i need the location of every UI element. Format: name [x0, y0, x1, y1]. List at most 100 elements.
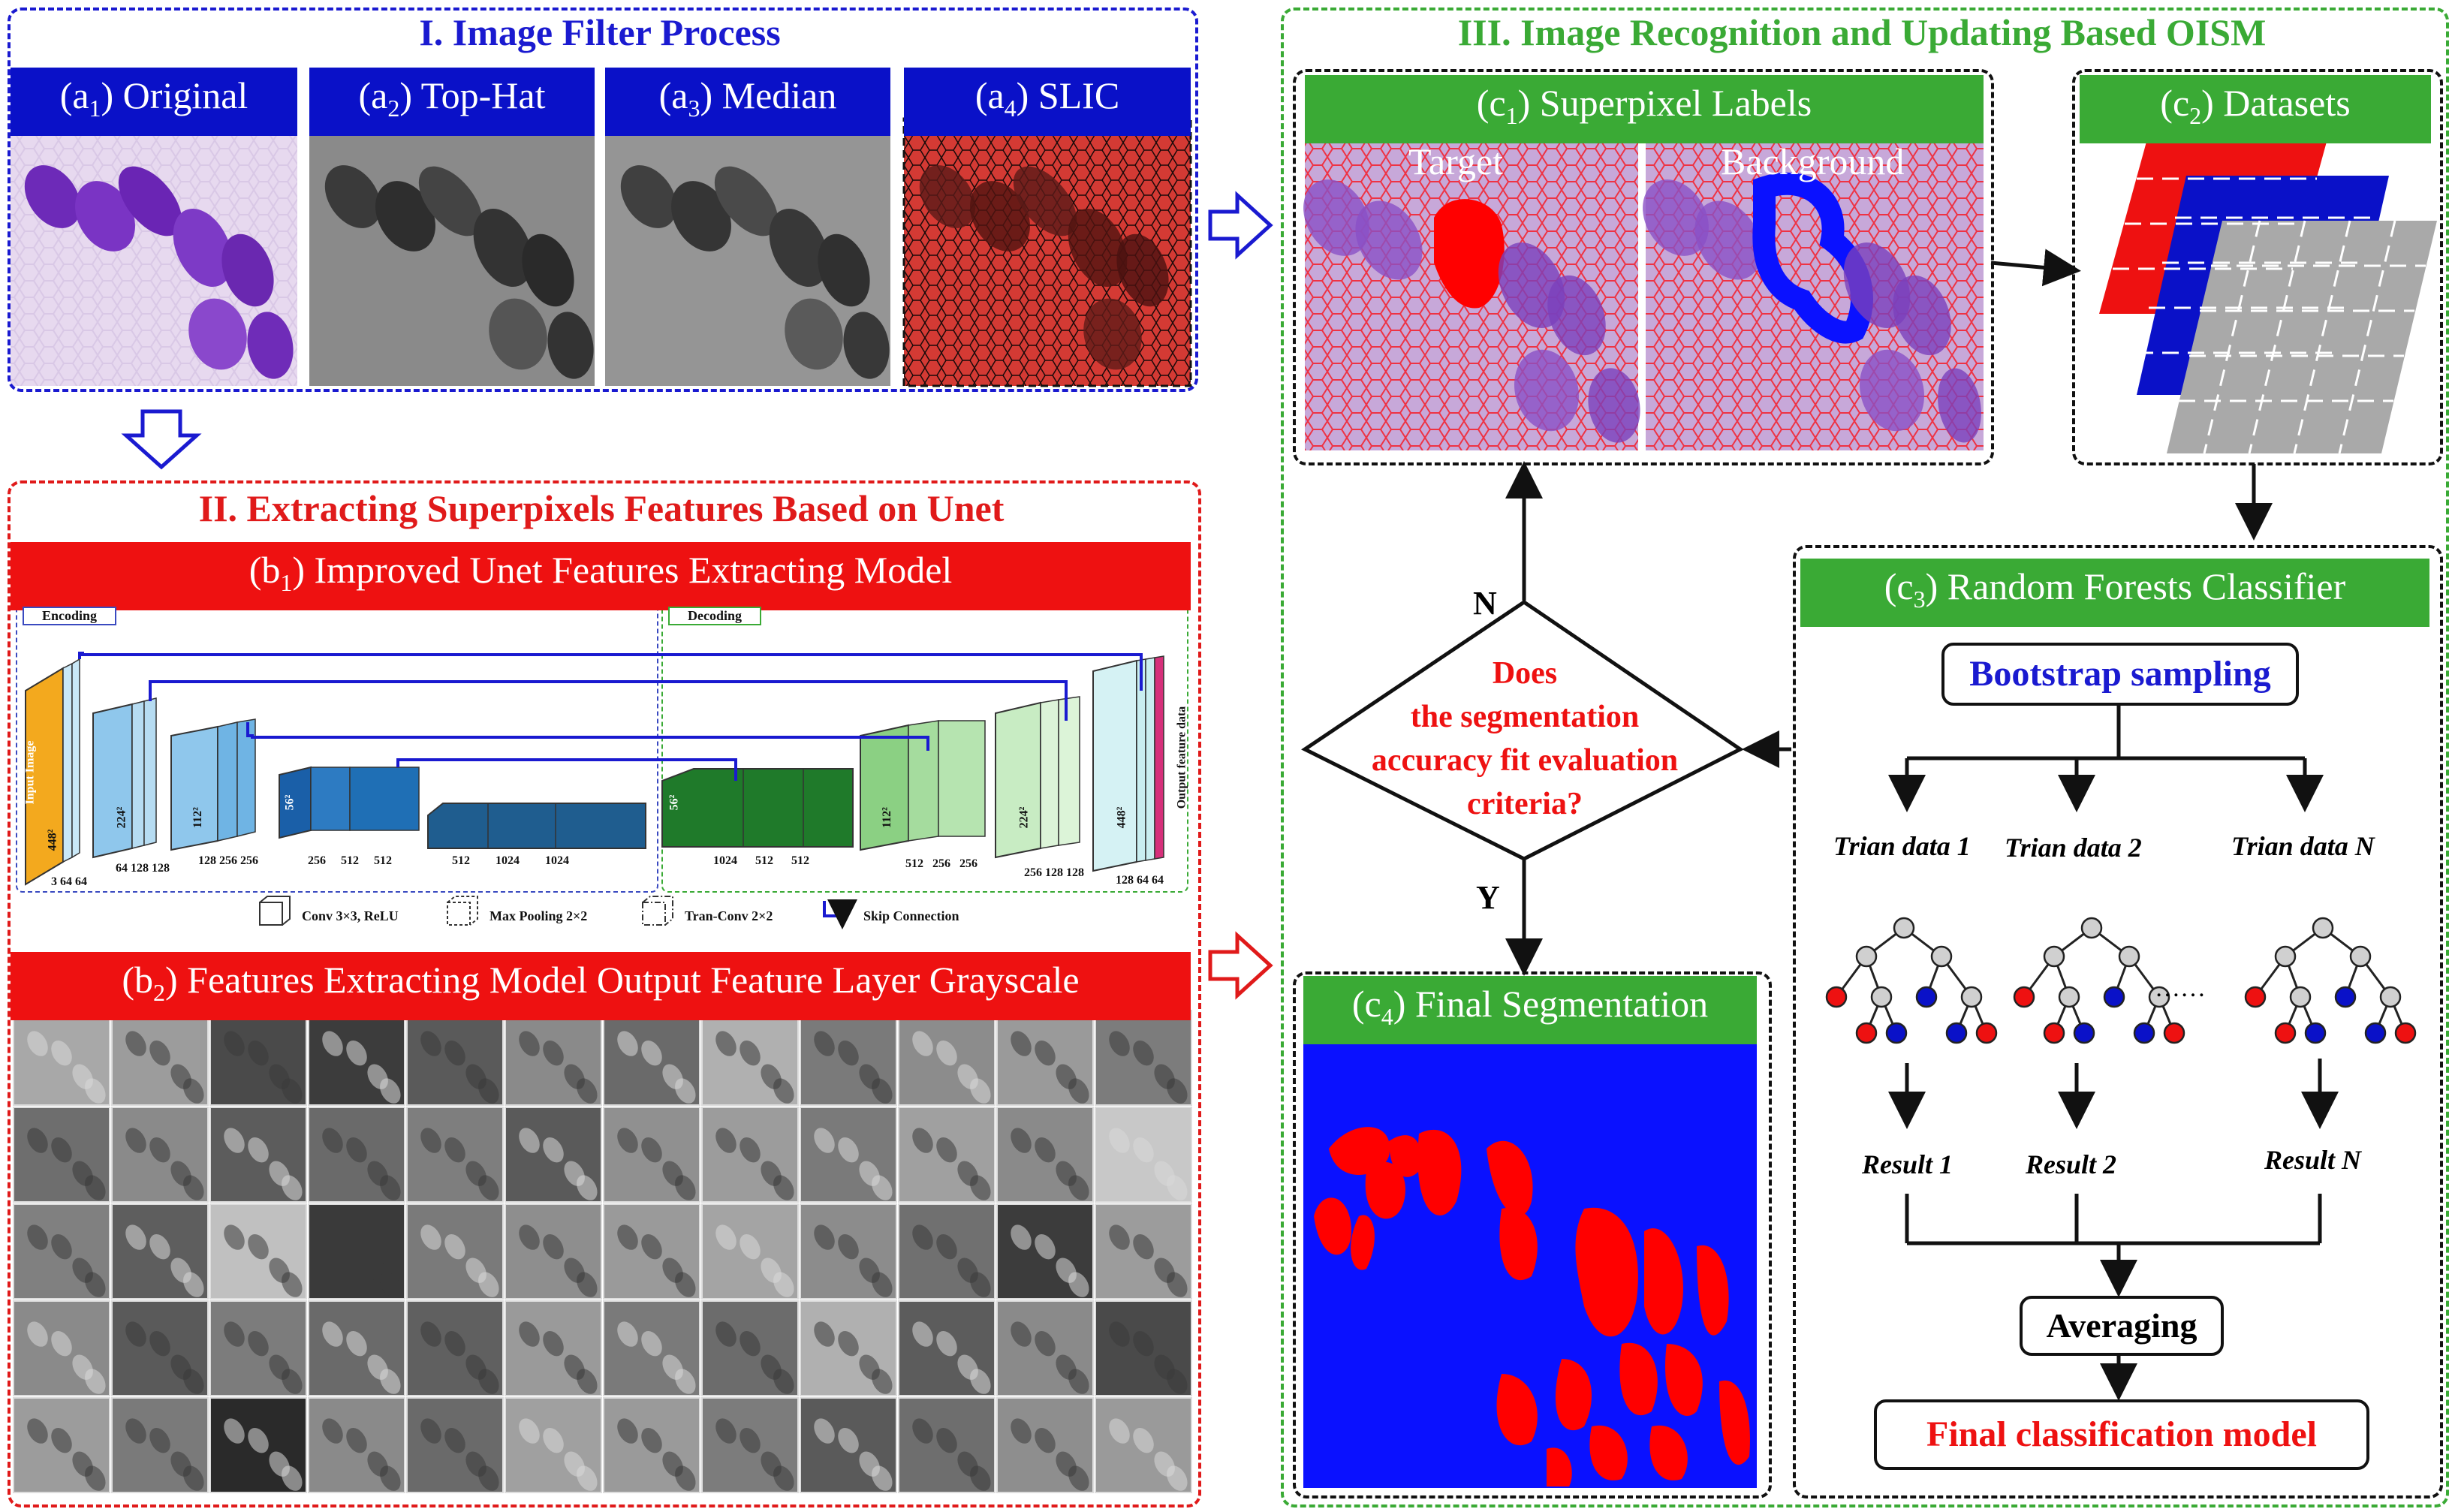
feature-cell-shape — [85, 1078, 106, 1104]
feature-cell-shape — [322, 1224, 343, 1250]
section3-frame — [1281, 8, 2449, 1507]
unet-channels-label: 256 128 128 — [1024, 866, 1084, 879]
tree-node — [2312, 917, 2334, 939]
feature-cell-shape — [282, 1175, 303, 1200]
feature-cell-shape — [183, 1078, 204, 1104]
feature-cell-shape — [1167, 1465, 1188, 1491]
tree-node — [1893, 917, 1915, 939]
tree-node — [2043, 945, 2065, 968]
tree-2 — [2013, 917, 2185, 1044]
feature-cell-shape — [970, 1175, 991, 1200]
feature-cell-shape — [224, 1128, 245, 1153]
tree-node — [1885, 1022, 1908, 1044]
tree-node — [1930, 945, 1953, 968]
feature-cell-shape — [478, 1272, 499, 1297]
tree-node — [2058, 986, 2080, 1008]
tree-node — [1855, 1022, 1878, 1044]
feature-cell-shape — [248, 1040, 269, 1066]
feature-cell-shape — [740, 1040, 761, 1066]
feature-cell-shape — [675, 1465, 696, 1491]
feature-cell-shape — [543, 1427, 564, 1453]
feature-cell-shape — [641, 1040, 662, 1066]
feature-cell-shape — [282, 1078, 303, 1104]
feature-cell-shape — [543, 1137, 564, 1163]
panel-a4-image — [902, 117, 1192, 387]
feature-cell-shape — [814, 1224, 835, 1250]
feature-cell-shape — [838, 1040, 859, 1066]
feature-cell-shape — [675, 1078, 696, 1104]
panel-b1-header: (b1) Improved Unet Features Extracting M… — [11, 542, 1191, 610]
arrow-right-hollow-red — [1208, 931, 1273, 1000]
panel-c1-frame — [1293, 69, 1994, 465]
unet-channels-label: 512 1024 1024 — [452, 854, 569, 867]
feature-cell-shape — [125, 1321, 146, 1347]
feature-cell-shape — [346, 1040, 367, 1066]
feature-cell-shape — [322, 1031, 343, 1056]
feature-cell-shape — [617, 1128, 638, 1153]
unet-channels-label: 128 256 256 — [198, 854, 258, 867]
feature-cell-shape — [248, 1137, 269, 1163]
feature-cell-shape — [27, 1418, 48, 1444]
feature-cell-shape — [715, 1321, 737, 1347]
feature-cell-shape — [617, 1418, 638, 1444]
feature-cell-shape — [740, 1233, 761, 1260]
arrow-down-hollow — [121, 409, 202, 470]
feature-cell-shape — [617, 1031, 638, 1056]
feature-cell-shape — [85, 1272, 106, 1297]
feature-cell-shape — [675, 1272, 696, 1297]
panel-c4-image — [1303, 1027, 1757, 1488]
decision-diamond — [1301, 599, 1744, 861]
unet-diagram — [16, 600, 1188, 929]
panel-c1-header: (c1) Superpixel Labels — [1305, 75, 1984, 143]
panel-b2-header: (b2) Features Extracting Model Output Fe… — [11, 952, 1191, 1020]
feature-cell-shape — [125, 1128, 146, 1153]
feature-cell-shape — [183, 1272, 204, 1297]
feature-cell-shape — [183, 1369, 204, 1394]
feature-cell-shape — [444, 1040, 465, 1066]
feature-cell-shape — [970, 1369, 991, 1394]
feature-cell-shape — [740, 1137, 761, 1163]
tree-node — [2394, 1022, 2417, 1044]
unet-output-label: Output feature data — [1175, 706, 1188, 809]
feature-cell-shape — [85, 1465, 106, 1491]
feature-cell-shape — [715, 1128, 737, 1153]
feature-cell-shape — [715, 1418, 737, 1444]
feature-cell-shape — [380, 1078, 401, 1104]
feature-cell-shape — [577, 1175, 598, 1200]
result-2: Result 2 — [2026, 1149, 2117, 1179]
feature-cell-shape — [1167, 1078, 1188, 1104]
result-1: Result 1 — [1862, 1149, 1953, 1179]
feature-cell-shape — [149, 1137, 170, 1163]
feature-cell-shape — [912, 1418, 933, 1444]
feature-cell-shape — [1109, 1321, 1130, 1347]
tree-node — [2334, 986, 2357, 1008]
feature-cell-shape — [1035, 1330, 1056, 1357]
tree-node — [2163, 1022, 2185, 1044]
feature-cell-shape — [912, 1031, 933, 1056]
feature-cell-shape — [1011, 1128, 1032, 1153]
tree-node — [1975, 1022, 1998, 1044]
feature-cell-shape — [1068, 1272, 1089, 1297]
arrow-right-hollow-blue — [1208, 191, 1273, 260]
unet-size-label: 224² — [1017, 806, 1031, 829]
train-data-1: Trian data 1 — [1833, 831, 1971, 861]
feature-cell-shape — [27, 1224, 48, 1250]
flow-arrows — [1505, 248, 2339, 1401]
feature-cell-shape — [872, 1272, 893, 1297]
panel-c2-frame — [2072, 69, 2443, 465]
feature-cell-shape — [814, 1418, 835, 1444]
tree-node — [2274, 1022, 2297, 1044]
background-label: Background — [1721, 140, 1905, 182]
unet-size-label: 56² — [283, 794, 297, 811]
feature-cell-shape — [519, 1321, 540, 1347]
section1-title: I. Image Filter Process — [419, 11, 781, 53]
feature-cell-shape — [478, 1369, 499, 1394]
unet-decoding-label: Decoding — [668, 607, 761, 625]
unet-size-label: 448² — [1115, 806, 1128, 829]
feature-cell-shape — [1167, 1369, 1188, 1394]
decision-line: Does — [1492, 656, 1558, 691]
feature-cell-shape — [149, 1040, 170, 1066]
feature-cell-shape — [1068, 1369, 1089, 1394]
feature-cell-shape — [543, 1330, 564, 1357]
